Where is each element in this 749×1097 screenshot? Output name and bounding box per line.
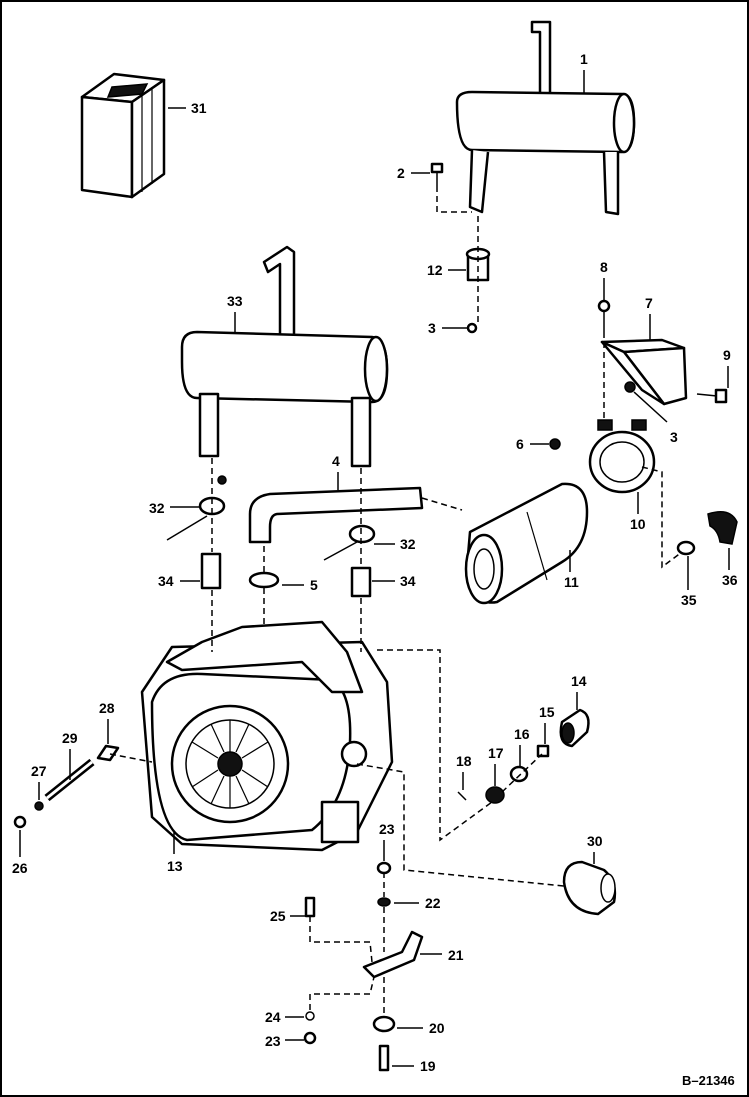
part-3-washer-bracket <box>624 381 636 393</box>
callout-12: 12 <box>427 262 443 278</box>
callout-3-bracket: 3 <box>670 429 678 445</box>
callout-24: 24 <box>265 1009 281 1025</box>
callout-1: 1 <box>580 51 588 67</box>
callout-23-upper: 23 <box>379 821 395 837</box>
part-23-nut-lower <box>303 1031 317 1045</box>
callout-33: 33 <box>227 293 243 309</box>
part-10-band-clamp <box>588 419 656 494</box>
part-17-adapter <box>485 786 505 804</box>
part-20-mount <box>372 1015 396 1033</box>
callout-17: 17 <box>488 745 504 761</box>
drawing-number: B–21346 <box>682 1073 735 1088</box>
part-11-air-cleaner <box>464 482 589 605</box>
callout-4: 4 <box>332 453 340 469</box>
callout-14: 14 <box>571 673 587 689</box>
part-35-ring <box>676 540 696 556</box>
part-36-elbow <box>707 511 738 545</box>
callout-11: 11 <box>564 574 579 590</box>
part-15-fitting <box>536 744 550 758</box>
part-34-spacer-left <box>200 552 222 590</box>
assembly-dashed-lines <box>109 186 683 1017</box>
part-30-filter <box>562 860 617 916</box>
callout-21: 21 <box>448 947 464 963</box>
part-3-washer-upper <box>466 322 478 334</box>
callout-28: 28 <box>99 700 115 716</box>
callout-13: 13 <box>167 858 183 874</box>
part-33-muffler <box>180 245 389 468</box>
callout-3-upper: 3 <box>428 320 436 336</box>
callout-23-lower: 23 <box>265 1033 281 1049</box>
part-22-washer <box>377 897 391 907</box>
part-13-engine <box>140 620 394 852</box>
part-21-bracket <box>362 930 424 979</box>
callout-labels: 1 2 3 3 4 5 6 7 8 9 10 11 12 13 14 15 16… <box>12 51 738 1074</box>
callout-31: 31 <box>191 100 207 116</box>
callout-22: 22 <box>425 895 441 911</box>
callout-18: 18 <box>456 753 472 769</box>
callout-30: 30 <box>587 833 603 849</box>
callout-6: 6 <box>516 436 524 452</box>
callout-9: 9 <box>723 347 731 363</box>
callout-32-right: 32 <box>400 536 416 552</box>
callout-5: 5 <box>310 577 318 593</box>
part-7-bracket <box>600 338 688 406</box>
part-23-nut-upper <box>376 861 392 875</box>
part-31-box <box>80 72 166 199</box>
callout-7: 7 <box>645 295 653 311</box>
part-12-fitting <box>465 247 491 282</box>
part-25-bolt <box>304 896 316 918</box>
part-16-washer <box>509 765 529 783</box>
part-24-washer <box>305 1011 315 1021</box>
callout-20: 20 <box>429 1020 445 1036</box>
part-1-muffler <box>455 20 636 216</box>
callout-8: 8 <box>600 259 608 275</box>
part-6-nut <box>549 438 561 450</box>
callout-19: 19 <box>420 1058 436 1074</box>
callout-25: 25 <box>270 908 286 924</box>
part-32-clamp-right <box>323 524 376 561</box>
part-2-bolt <box>430 162 444 186</box>
part-32-clamp-left <box>166 475 227 541</box>
callout-27: 27 <box>31 763 47 779</box>
part-28-elbow <box>96 744 120 762</box>
callout-36: 36 <box>722 572 738 588</box>
part-26-plug <box>13 815 27 829</box>
part-19-bolt <box>378 1044 390 1072</box>
callout-15: 15 <box>539 704 555 720</box>
part-14-filter <box>559 708 590 748</box>
part-27-washer <box>34 801 44 811</box>
callout-35: 35 <box>681 592 697 608</box>
part-8-bolt <box>597 299 611 332</box>
callout-32-left: 32 <box>149 500 165 516</box>
part-5-gasket <box>248 571 280 589</box>
callout-2: 2 <box>397 165 405 181</box>
callout-10: 10 <box>630 516 646 532</box>
callout-26: 26 <box>12 860 28 876</box>
part-4-elbow-pipe <box>248 486 424 544</box>
callout-34-right: 34 <box>400 573 416 589</box>
part-9-bolt <box>696 388 728 404</box>
callout-16: 16 <box>514 726 530 742</box>
part-18-pin <box>457 791 467 801</box>
part-34-spacer-right <box>350 566 372 598</box>
callout-34-left: 34 <box>158 573 174 589</box>
callout-29: 29 <box>62 730 78 746</box>
